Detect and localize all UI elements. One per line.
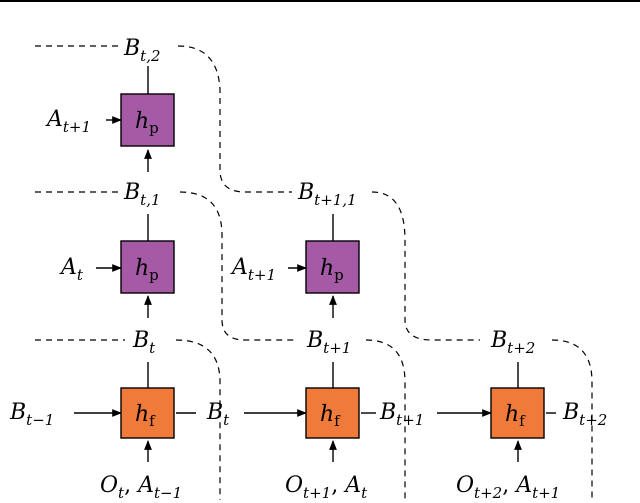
- label-a-tp1-mid: At+1: [230, 255, 276, 284]
- label-b-t: Bt: [132, 328, 156, 357]
- svg-text:hp: hp: [320, 256, 344, 284]
- label-b-tp2-top: Bt+2: [490, 328, 535, 357]
- label-a-t-mid: At: [59, 255, 84, 284]
- dashed-connector-bt1: [179, 191, 298, 341]
- label-b-tp1-top: Bt+1: [306, 328, 351, 357]
- top-border: [0, 0, 640, 2]
- label-b-tp1-out: Bt+1: [379, 400, 424, 429]
- label-obs-2: Ot+1, At: [285, 473, 368, 502]
- svg-text:hp: hp: [135, 109, 159, 137]
- dashed-connector-bt2: [177, 45, 292, 193]
- svg-text:hp: hp: [135, 256, 159, 284]
- dashed-connector-btp2: [551, 339, 593, 500]
- dashed-connector-bt: [175, 339, 221, 500]
- label-b-t1-1: Bt+1,1: [297, 180, 357, 209]
- label-obs-1: Ot, At−1: [100, 473, 182, 502]
- label-b-tm1: Bt−1: [9, 400, 54, 429]
- hf-box-1: hf: [120, 387, 175, 439]
- hp-box-mid2: hp: [305, 240, 360, 294]
- hp-box-top: hp: [120, 93, 175, 147]
- hp-box-mid: hp: [120, 240, 175, 294]
- label-b-t1: Bt,1: [123, 180, 161, 209]
- svg-text:hf: hf: [505, 402, 526, 430]
- svg-text:hf: hf: [135, 402, 156, 430]
- label-b-tp2-out: Bt+2: [562, 400, 607, 429]
- label-b-t-out: Bt: [206, 400, 230, 429]
- dashed-connector-bt11: [371, 191, 480, 341]
- label-a-tp1-top: At+1: [45, 107, 91, 136]
- label-obs-3: Ot+2, At+1: [456, 473, 560, 502]
- label-b-t2: Bt,2: [123, 36, 161, 65]
- hf-box-3: hf: [490, 387, 545, 439]
- dashed-connector-btp1: [365, 339, 406, 500]
- svg-text:hf: hf: [320, 402, 341, 430]
- hf-box-2: hf: [305, 387, 360, 439]
